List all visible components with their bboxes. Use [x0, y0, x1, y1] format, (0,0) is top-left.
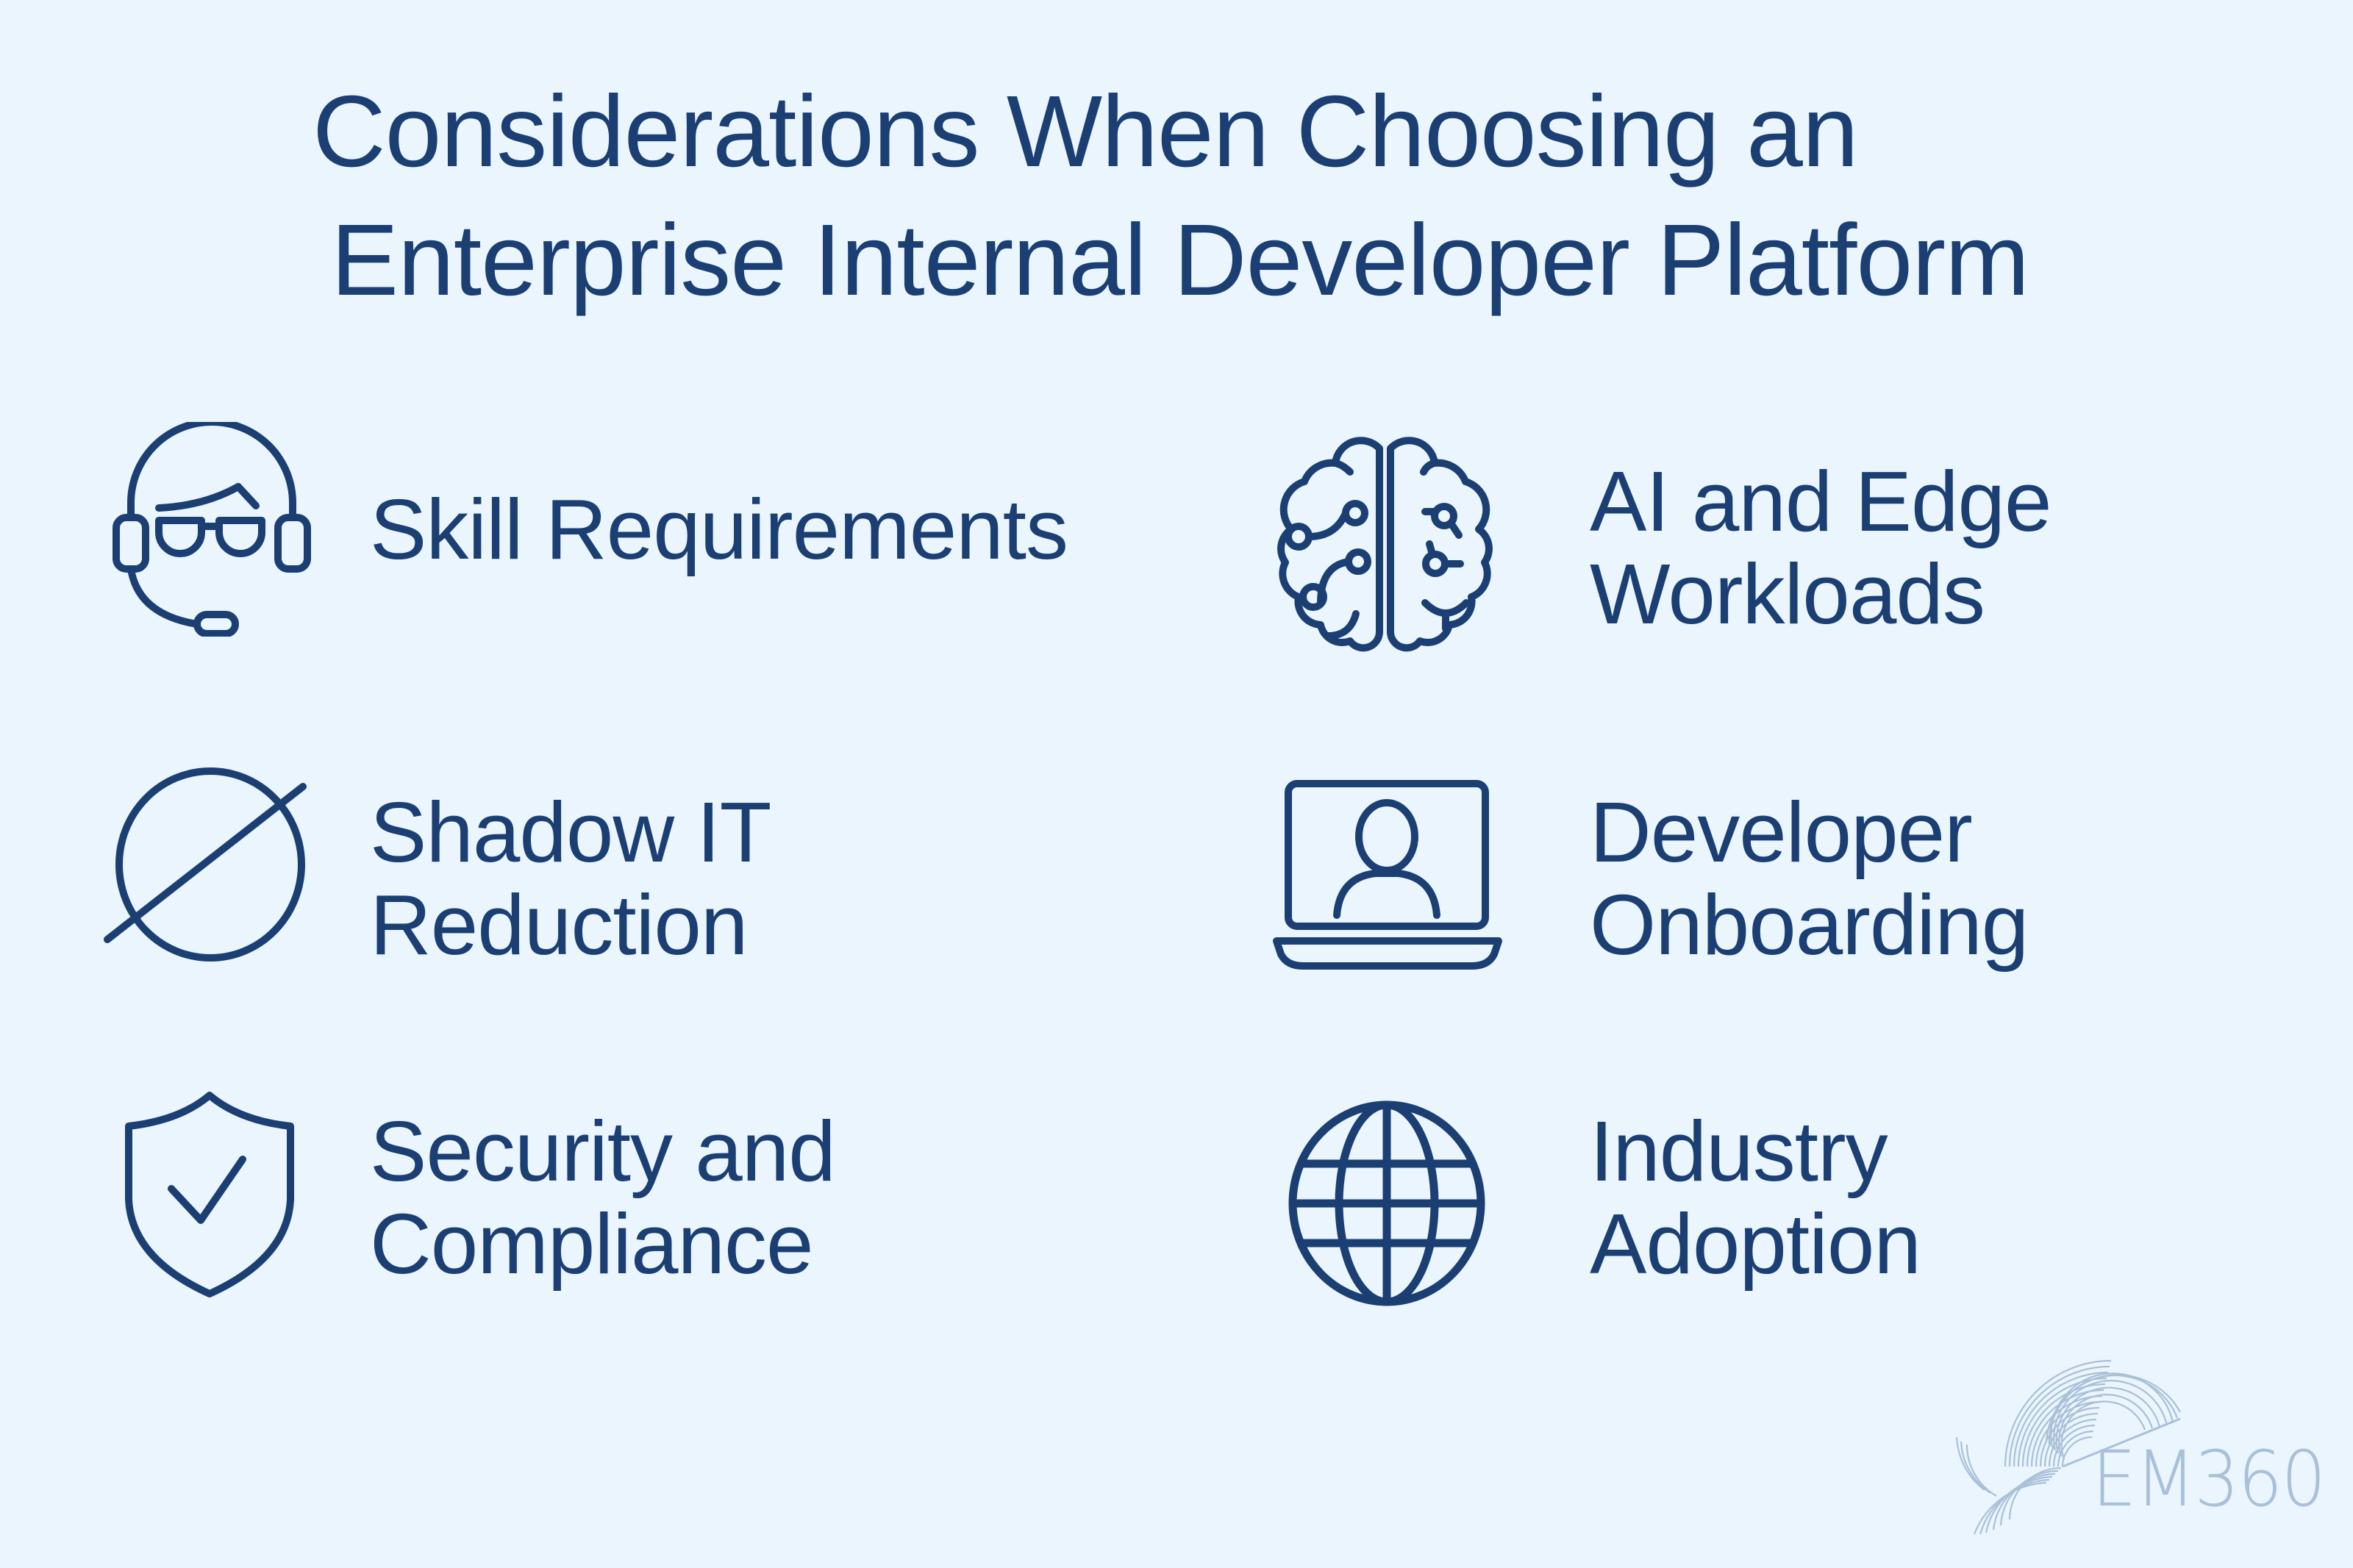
item-label: Developer Onboarding	[1590, 784, 2029, 973]
brain-circuit-icon	[1269, 426, 1501, 654]
item-label: Industry Adoption	[1590, 1103, 1921, 1292]
laptop-user-icon	[1272, 779, 1503, 972]
item-label: Shadow IT Reduction	[370, 784, 772, 973]
em360-logo: EM360	[1952, 1312, 2349, 1540]
em360-cloud-logo-icon	[1955, 1359, 2181, 1535]
headset-support-icon	[109, 422, 315, 637]
title-line-1: Considerations When Choosing an	[313, 75, 1859, 188]
item-label: AI and Edge Workloads	[1590, 454, 2052, 642]
shield-check-icon	[121, 1089, 298, 1299]
item-label: Security and Compliance	[370, 1103, 836, 1292]
globe-icon	[1287, 1099, 1487, 1308]
logo-text: EM360	[2092, 1434, 2326, 1524]
page-title: Considerations When Choosing an Enterpri…	[0, 68, 2353, 325]
title-line-2: Enterprise Internal Developer Platform	[331, 204, 2029, 317]
prohibited-circle-icon	[99, 765, 312, 964]
item-label: Skill Requirements	[370, 482, 1068, 577]
